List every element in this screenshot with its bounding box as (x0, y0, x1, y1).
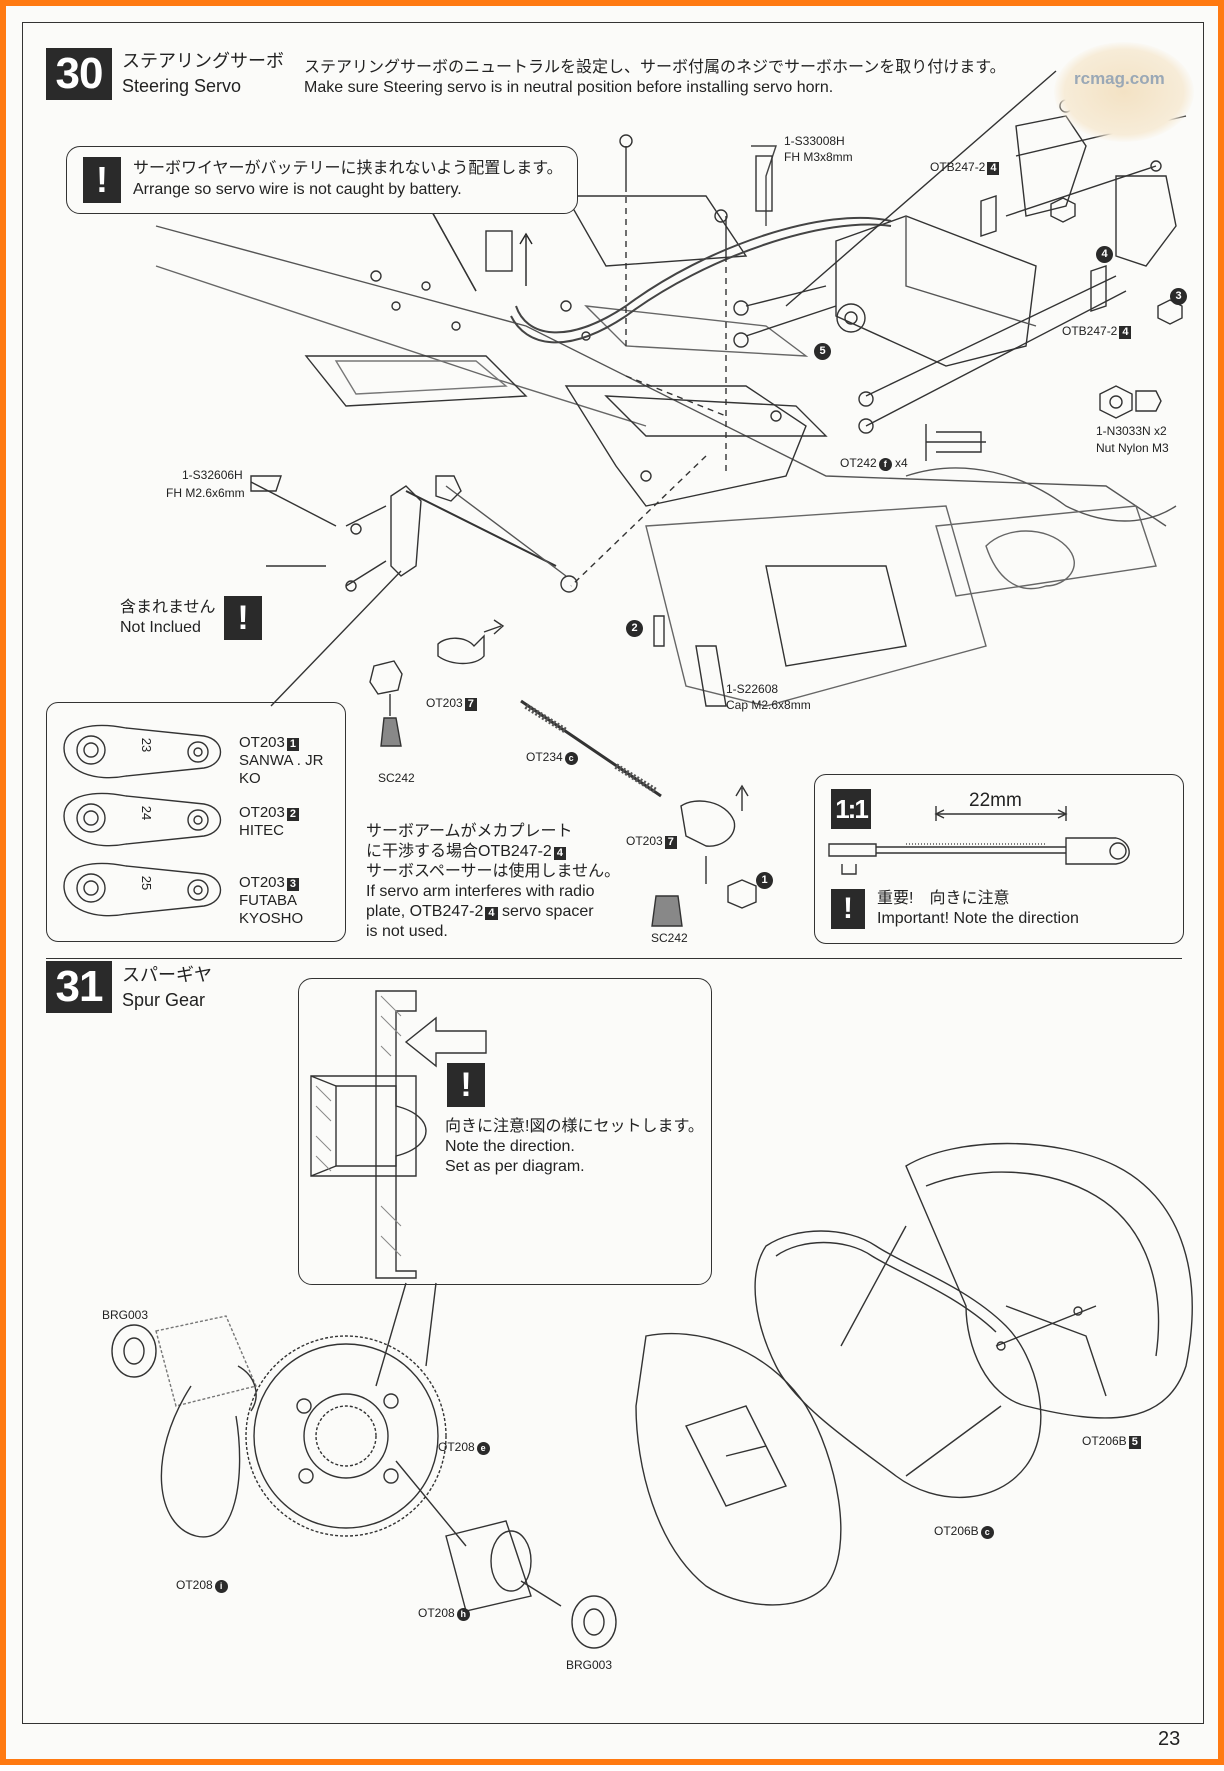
spacer-note-en-3: is not used. (366, 923, 448, 940)
assembly-illustration (63, 70, 1193, 1649)
spacer-note-en-1: If servo arm interferes with radio (366, 883, 595, 900)
spacer-note-jp-1: サーボアームがメカプレート (366, 823, 573, 840)
part-s32606h-desc: FH M2.6x6mm (166, 486, 245, 500)
horn-2-brand: HITEC (239, 822, 284, 839)
part-sc242-lower: SC242 (651, 931, 688, 945)
part-s33008h-desc: FH M3x8mm (784, 150, 853, 164)
step-marker-3: 3 (1170, 288, 1187, 305)
wire-warning-en: Arrange so servo wire is not caught by b… (133, 181, 462, 198)
step-31-title-jp: スパーギヤ (122, 965, 212, 985)
part-n3033n-desc: Nut Nylon M3 (1096, 441, 1169, 455)
step-marker-1: 1 (756, 872, 773, 889)
important-warning-icon: ! (831, 889, 865, 929)
linkage-length-box: 1:1 22mm ! 重要! 向きに注意 Important! Note the… (814, 774, 1184, 944)
step-31-number: 31 (46, 961, 112, 1013)
warning-icon: ! (83, 157, 121, 203)
wire-warning-callout: ! サーボワイヤーがバッテリーに挟まれないよう配置します。 Arrange so… (66, 146, 578, 214)
gear-direction-callout: ! 向きに注意!図の様にセットします。 Note the direction. … (298, 978, 712, 1285)
step-31-title-en: Spur Gear (122, 990, 206, 1010)
scale-badge: 1:1 (831, 789, 871, 829)
horn-3-brand: FUTABA (239, 892, 298, 909)
part-s32606h: 1-S32606H (182, 468, 243, 482)
direction-note-en-2: Set as per diagram. (445, 1158, 585, 1175)
part-s22608-desc: Cap M2.6x8mm (726, 698, 811, 712)
part-s33008h: 1-S33008H (784, 134, 845, 148)
horn-2-number: 24 (139, 805, 155, 821)
horn-1-brand: SANWA . JR (239, 752, 324, 769)
not-included-warning-icon: ! (224, 596, 262, 640)
horn-3-brand-2: KYOSHO (239, 910, 304, 927)
link-length: 22mm (969, 790, 1022, 811)
part-brg003-bottom: BRG003 (566, 1658, 613, 1672)
direction-note-jp: 向きに注意!図の様にセットします。 (445, 1118, 704, 1135)
important-jp: 重要! 向きに注意 (877, 890, 1010, 907)
step-marker-4: 4 (1096, 246, 1113, 263)
part-brg003-top: BRG003 (102, 1308, 149, 1322)
not-included-jp: 含まれません (120, 599, 216, 616)
part-sc242-upper: SC242 (378, 771, 415, 785)
step-30-desc-jp: ステアリングサーボのニュートラルを設定し、サーボ付属のネジでサーボホーンを取り付… (304, 59, 1006, 76)
horn-1-brand-2: KO (239, 770, 261, 787)
watermark-logo (1054, 42, 1194, 142)
step-marker-5: 5 (814, 343, 831, 360)
section-divider (46, 958, 1182, 959)
page-number: 23 (1158, 1728, 1181, 1750)
horn-1-number: 23 (139, 737, 155, 753)
part-n3033n: 1-N3033N x2 (1096, 424, 1167, 438)
wire-warning-jp: サーボワイヤーがバッテリーに挟まれないよう配置します。 (133, 160, 563, 177)
step-30-title-en: Steering Servo (122, 76, 242, 96)
not-included-en: Not Inclued (120, 619, 201, 636)
step-30-title-jp: ステアリングサーボ (122, 51, 284, 71)
step-30-desc-en: Make sure Steering servo is in neutral p… (304, 79, 834, 96)
direction-note-en-1: Note the direction. (445, 1138, 575, 1155)
spacer-note-jp-3: サーボスペーサーは使用しません。 (366, 863, 621, 880)
important-en: Important! Note the direction (877, 910, 1079, 927)
direction-warning-icon: ! (447, 1063, 485, 1107)
page-frame (22, 22, 1204, 1724)
watermark-text: rcmag.com (1074, 69, 1165, 88)
step-marker-2: 2 (626, 620, 643, 637)
part-s22608: 1-S22608 (726, 682, 779, 696)
step-30-number: 30 (46, 48, 112, 100)
horn-3-number: 25 (139, 875, 155, 891)
